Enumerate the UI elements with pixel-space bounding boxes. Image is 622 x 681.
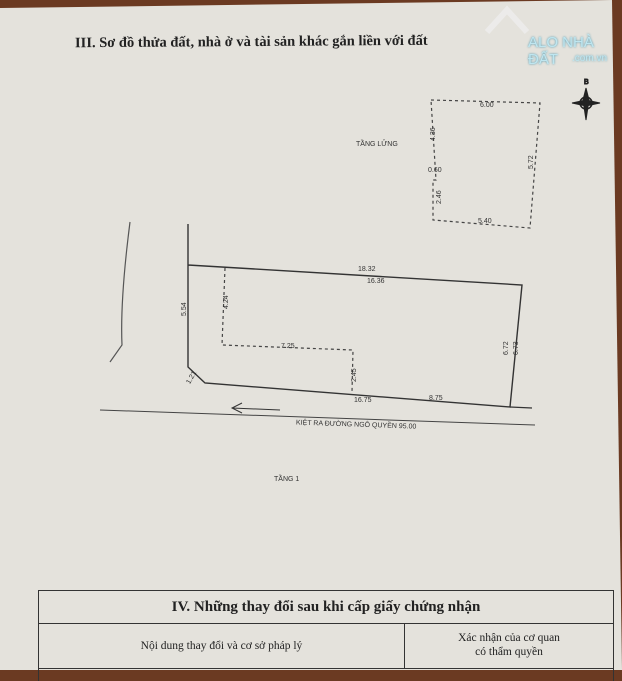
section-3-title: III. Sơ đồ thửa đất, nhà ở và tài sản kh… [74, 32, 428, 52]
dimension-label: 2.46 [436, 190, 443, 204]
floor-label: TẦNG 1 [274, 473, 299, 483]
dimension-label: 4.24 [223, 295, 230, 309]
section-4-title: IV. Những thay đổi sau khi cấp giấy chứn… [39, 591, 613, 624]
watermark-domain: .com.vn [572, 53, 608, 64]
changes-table: IV. Những thay đổi sau khi cấp giấy chứn… [38, 590, 614, 681]
house-icon [484, 5, 530, 35]
dimension-label: 6.73 [513, 341, 520, 355]
mezzanine-label: TẦNG LỬNG [356, 138, 398, 148]
lot-boundary [187, 224, 523, 408]
watermark-logo: ALO NHÀ ĐẤT .com.vn [480, 0, 622, 68]
house-footprint [221, 267, 354, 393]
dimension-label: 7.25 [281, 343, 295, 350]
dimension-label: 5.54 [181, 302, 188, 316]
dimension-label: 18.32 [358, 266, 376, 273]
compass-north-label: B [584, 79, 589, 86]
column-header-line: Xác nhận của cơ quan [458, 632, 560, 644]
mezzanine-plan [430, 99, 541, 229]
neighbor-boundary [109, 221, 131, 363]
table-header-row: Nội dung thay đổi và cơ sở pháp lý Xác n… [39, 624, 613, 669]
dimension-label: 16.75 [354, 397, 372, 404]
column-header-confirmation: Xác nhận của cơ quan có thẩm quyền [405, 624, 613, 668]
dimension-label: 16.36 [367, 278, 385, 285]
north-compass-icon: B [571, 79, 601, 121]
dimension-label: 4.36 [430, 127, 437, 141]
dimension-label: 5.40 [478, 218, 492, 225]
left-arrow-icon [230, 402, 281, 414]
dimension-label: 2.45 [351, 368, 358, 382]
dimension-label: 8.75 [429, 395, 443, 402]
column-header-content: Nội dung thay đổi và cơ sở pháp lý [39, 624, 405, 668]
watermark-brand: ALO NHÀ ĐẤT [528, 34, 594, 68]
dimension-label: 6.00 [480, 102, 494, 109]
dimension-label: 6.72 [503, 341, 510, 355]
column-header-line: có thẩm quyền [475, 646, 543, 658]
road-edge [99, 409, 536, 426]
dimension-label: 5.72 [528, 155, 535, 169]
dimension-label: 0.60 [428, 167, 442, 174]
